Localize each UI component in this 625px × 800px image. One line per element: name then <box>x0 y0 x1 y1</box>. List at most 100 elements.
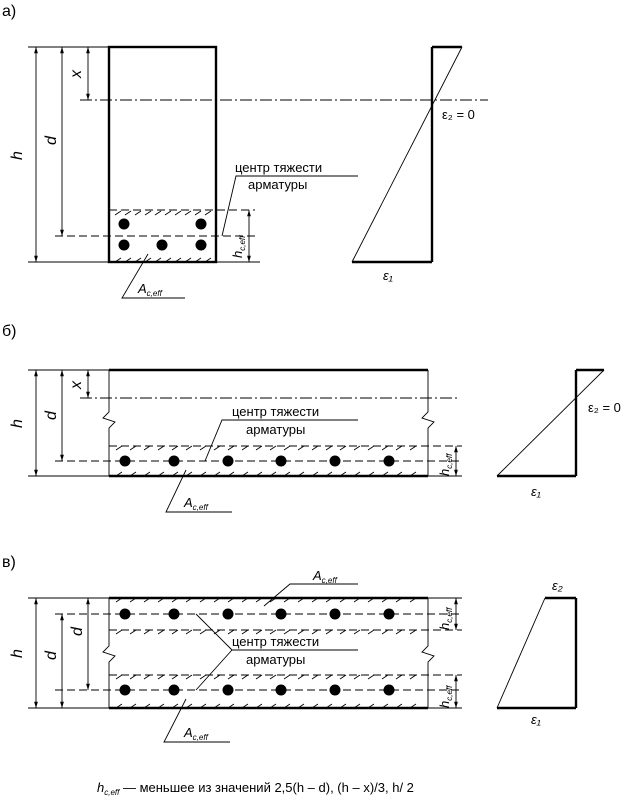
rebar <box>168 455 180 467</box>
panel-b-d-label: d <box>43 410 60 420</box>
panel-c-hceff-top-sub: c,eff <box>445 607 454 623</box>
panel-c-hceff-top-main: h <box>437 623 452 630</box>
rebar <box>118 218 130 230</box>
panel-b-hceff-main: h <box>437 469 452 476</box>
panel-a-label: а) <box>2 3 16 20</box>
panel-c-aceff-top-label: Ac,eff <box>312 568 338 585</box>
rebar <box>195 218 207 230</box>
panel-b: б) h d x hc,eff центр тяжести арматуры A… <box>2 323 621 513</box>
panel-b-label: б) <box>2 323 17 340</box>
rebar <box>275 455 287 467</box>
footnote: hc,eff — меньшее из значений 2,5(h – d),… <box>97 780 414 797</box>
panel-c-hceff-bottom-label: hc,eff <box>437 685 454 708</box>
panel-a-d-label: d <box>43 135 60 145</box>
panel-c-label: в) <box>2 554 16 571</box>
panel-b-x-label: x <box>68 380 85 390</box>
panel-a-hatch-bottom <box>114 257 212 263</box>
panel-c-aceff-top-sub: c,eff <box>322 576 338 585</box>
panel-c-aceff-top-leader <box>263 583 358 607</box>
panel-c-aceff-bottom-leader <box>163 698 230 743</box>
panel-c-break-right <box>421 598 435 708</box>
panel-a-hceff-sub: c,eff <box>238 235 247 251</box>
panel-c-eps2: ε₂ <box>552 578 563 593</box>
panel-c-centroid-leader-top <box>195 613 233 651</box>
panel-c-break-left <box>102 598 116 708</box>
panel-c-hatch-top-face <box>115 597 417 603</box>
footnote-sub: c,eff <box>104 788 120 797</box>
panel-c-aceff-bottom-sub: c,eff <box>193 733 209 742</box>
panel-b-hceff-label: hc,eff <box>437 453 454 476</box>
rebar <box>119 455 131 467</box>
panel-a-centroid-line2: арматуры <box>248 177 307 192</box>
panel-a-centroid-line1: центр тяжести <box>235 160 322 175</box>
panel-a-h-label: h <box>9 151 26 160</box>
panel-c-centroid-line2: арматуры <box>246 652 305 667</box>
panel-b-centroid-leader <box>204 419 358 462</box>
panel-a-section <box>107 45 218 264</box>
panel-c-d1-label: d <box>43 650 60 660</box>
panel-a-centroid-leader <box>221 175 358 237</box>
panel-a-hatch-top <box>114 210 212 216</box>
panel-b-aceff-leader <box>165 469 232 513</box>
rebar <box>222 608 234 620</box>
panel-b-break-left <box>102 370 116 476</box>
panel-c-centroid-line1: центр тяжести <box>232 634 319 649</box>
panel-b-h-label: h <box>9 419 26 428</box>
rebar <box>222 684 234 696</box>
panel-c-hceff-bottom-sub: c,eff <box>445 685 454 701</box>
rebar <box>195 239 207 251</box>
rebar <box>329 684 341 696</box>
panel-b-hatch-bottom <box>115 471 417 477</box>
rebar <box>168 608 180 620</box>
rebar <box>383 455 395 467</box>
panel-c-centroid-leader-bottom <box>195 649 233 691</box>
rebar <box>222 455 234 467</box>
rebar <box>329 455 341 467</box>
panel-b-eps1: ε₁ <box>531 484 541 499</box>
panel-c-aceff-bottom-main: A <box>183 725 193 740</box>
panel-c: в) h d d hc,e <box>2 554 578 743</box>
panel-b-centroid-line1: центр тяжести <box>232 404 319 419</box>
rebar <box>275 608 287 620</box>
rebar <box>119 608 131 620</box>
panel-c-hceff-bottom-main: h <box>437 701 452 708</box>
panel-c-eps1: ε₁ <box>531 712 541 727</box>
panel-b-strain-line <box>496 369 605 477</box>
panel-a-strain-line <box>351 46 463 263</box>
panel-c-hatch-bottom-face <box>115 703 417 709</box>
panel-a-aceff-label: Ac,eff <box>137 281 163 298</box>
panel-c-hceff-top-label: hc,eff <box>437 607 454 630</box>
panel-b-centroid-line2: арматуры <box>246 422 305 437</box>
rebar <box>383 608 395 620</box>
panel-a-eps1: ε₁ <box>383 268 393 283</box>
panel-c-h-label: h <box>9 649 26 658</box>
rebar <box>156 239 168 251</box>
panel-c-hatch-bottom <box>115 674 417 680</box>
rebar <box>383 684 395 696</box>
panel-c-aceff-bottom-label: Ac,eff <box>183 725 209 742</box>
rebar <box>119 684 131 696</box>
panel-a-hceff-main: h <box>230 251 245 258</box>
rebar <box>168 684 180 696</box>
panel-b-aceff-main: A <box>183 495 193 510</box>
rebar <box>329 608 341 620</box>
rebar <box>275 684 287 696</box>
panel-c-aceff-top-main: A <box>312 568 322 583</box>
panel-a-x-label: x <box>68 69 85 79</box>
panel-b-eps2: ε₂ = 0 <box>588 400 621 415</box>
panel-b-aceff-sub: c,eff <box>193 503 209 512</box>
rebar <box>118 239 130 251</box>
panel-c-hatch-top <box>115 629 417 635</box>
footnote-text: — меньшее из значений 2,5(h – d), (h – x… <box>119 780 414 795</box>
panel-a-eps2: ε₂ = 0 <box>442 107 475 122</box>
panel-b-aceff-label: Ac,eff <box>183 495 209 512</box>
panel-a-aceff-leader <box>121 253 185 299</box>
panel-a: а) h d x hc,eff центр т <box>2 3 488 299</box>
panel-c-d2-label: d <box>69 626 86 636</box>
panel-c-strain-line <box>496 597 546 709</box>
panel-a-hceff-label: hc,eff <box>230 235 247 258</box>
footnote-h: h <box>97 780 104 795</box>
panel-a-aceff-sub: c,eff <box>147 289 163 298</box>
panel-b-hceff-sub: c,eff <box>445 453 454 469</box>
